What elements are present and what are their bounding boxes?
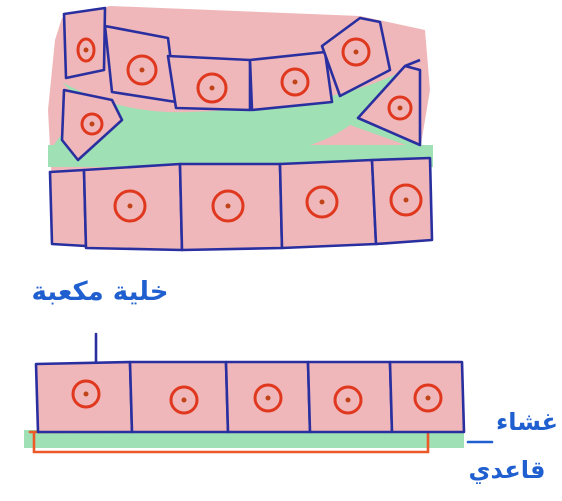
cell [306,360,394,434]
cell-nucleus-icon [341,37,371,67]
nucleolus [345,397,351,403]
cell [370,156,434,246]
cell-nucleus-icon [71,379,101,409]
nuclei-upper [76,37,423,223]
cell [128,360,230,434]
nucleolus [319,199,325,205]
nucleolus [397,105,403,111]
cell-nucleus-icon [389,183,423,217]
cell-nucleus-icon [305,185,339,219]
cell-nucleus-icon [280,67,310,97]
nucleoli-upper [83,47,409,209]
cell-nucleus-icon [80,112,104,136]
cell-nucleus-icon [211,189,245,223]
nucleolus [209,85,215,91]
lumen [50,70,420,160]
nucleolus [353,49,359,55]
simple-cuboidal-row [24,360,494,454]
nucleolus [425,395,431,401]
cell [178,162,284,252]
nucleolus [83,47,89,53]
nucleolus [225,203,231,209]
basement-membrane-icon [24,430,464,448]
nucleolus [89,121,95,127]
cell [404,58,421,68]
cell-nucleus-icon [333,385,363,415]
bottom-cell-row [48,156,434,252]
nucleolus [83,391,89,397]
cell [62,6,107,80]
cell [34,360,134,434]
cell [103,24,178,104]
cell-nucleus-icon [413,383,443,413]
cuboidal-cell-label: خلية مكعبة [31,277,168,307]
nucleolus [181,397,187,403]
gland-section [48,6,434,252]
cell-nucleus-icon [113,189,147,223]
cell [82,162,184,252]
cell-nucleus-icon [196,72,228,104]
nucleolus [139,67,145,73]
cell [248,50,334,112]
nucleolus [127,203,133,209]
top-cell-row [60,6,422,162]
cell [278,158,378,250]
cell-nucleus-icon [169,385,199,415]
cell [166,54,252,112]
cell [48,168,88,248]
cell-nucleus-icon [76,37,96,63]
basement-membrane-label-line1: غشاء [496,408,558,436]
nucleolus [292,79,298,85]
nucleolus [265,395,271,401]
nucleolus [403,197,409,203]
basement-membrane-label-line2: قاعدي [469,456,546,484]
cell [320,16,392,98]
cell-nucleus-icon [387,95,413,121]
cell-nucleus-icon [126,54,158,86]
cell-nucleus-icon [253,383,283,413]
